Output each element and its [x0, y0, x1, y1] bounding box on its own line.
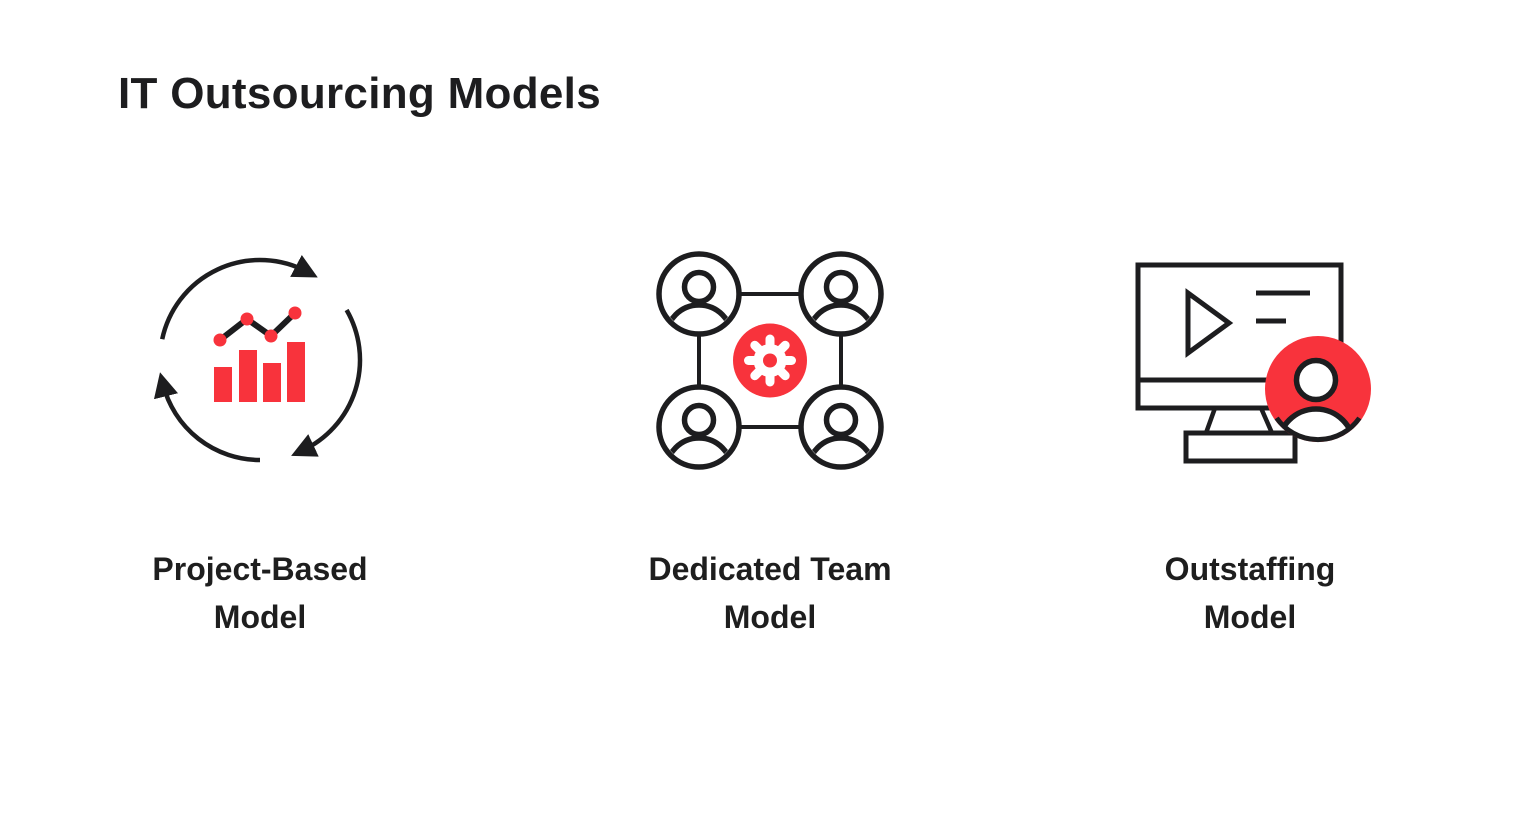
model-label-outstaffing: Outstaffing Model — [1165, 545, 1336, 641]
user-avatar-icon — [798, 250, 884, 337]
model-card-project-based: Project-Based Model — [0, 235, 520, 641]
monitor-user-icon — [1135, 262, 1371, 464]
model-label-dedicated-team: Dedicated Team Model — [648, 545, 891, 641]
user-avatar-icon — [656, 383, 742, 470]
model-label-line1: Project-Based — [152, 551, 368, 587]
model-label-project-based: Project-Based Model — [152, 545, 367, 641]
icon-box — [1128, 235, 1373, 485]
model-label-line2: Model — [213, 599, 307, 635]
user-badge-icon — [1264, 336, 1371, 443]
model-card-outstaffing: Outstaffing Model — [1020, 235, 1480, 641]
play-icon — [1185, 288, 1233, 358]
model-label-line2: Model — [723, 599, 817, 635]
text-lines-icon — [1255, 290, 1310, 324]
user-avatar-icon — [798, 383, 884, 470]
models-row: Project-Based Model — [0, 235, 1536, 641]
model-label-line1: Dedicated Team — [648, 551, 892, 587]
icon-box — [655, 235, 885, 485]
gear-icon — [733, 323, 807, 397]
icon-box — [140, 235, 380, 485]
model-label-line2: Model — [1203, 599, 1297, 635]
page-title: IT Outsourcing Models — [118, 69, 601, 118]
model-card-dedicated-team: Dedicated Team Model — [520, 235, 1020, 641]
cycle-arrows-bar-chart-icon — [153, 254, 363, 463]
team-network-gear-icon — [656, 250, 884, 470]
model-label-line1: Outstaffing — [1164, 551, 1336, 587]
user-avatar-icon — [656, 250, 742, 337]
